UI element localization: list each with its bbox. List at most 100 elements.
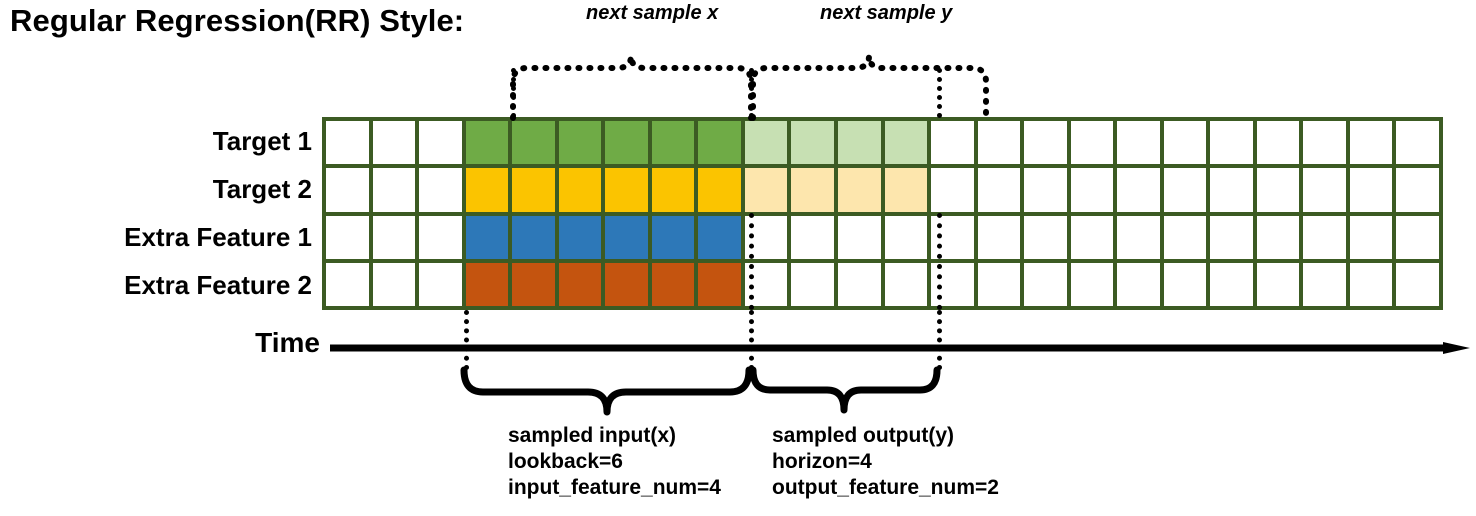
timeseries-grid <box>322 117 1443 310</box>
grid-cell-r1-c6 <box>558 121 602 165</box>
annotation-output-line-2: horizon=4 <box>772 450 872 473</box>
guide-line-output-end-grid <box>937 213 942 310</box>
annotation-input-line-2: lookback=6 <box>508 450 623 473</box>
grid-cell-r3-c12 <box>837 215 881 259</box>
grid-cell-r1-c24 <box>1396 121 1439 165</box>
grid-cell-r2-c2 <box>372 168 416 212</box>
grid-cell-r2-c9 <box>698 168 741 212</box>
grid-cell-r4-c4 <box>465 262 509 306</box>
annotation-sampled-output: sampled output(y) horizon=4 output_featu… <box>772 423 999 501</box>
grid-cell-r3-c3 <box>419 215 462 259</box>
grid-cell-r1-c2 <box>372 121 416 165</box>
guide-line-y-end-top <box>937 68 942 118</box>
grid-cell-r2-c21 <box>1256 168 1300 212</box>
grid-cell-r2-c7 <box>605 168 648 212</box>
grid-cell-r4-c22 <box>1303 262 1346 306</box>
grid-cell-r2-c16 <box>1024 168 1067 212</box>
row-label-target-2: Target 2 <box>212 174 312 204</box>
guide-line-input-start-bottom <box>464 310 469 370</box>
row-label-extra-feature-1: Extra Feature 1 <box>124 222 312 252</box>
time-axis-arrow <box>330 342 1470 354</box>
grid-cell-r3-c23 <box>1349 215 1393 259</box>
grid-cell-r2-c6 <box>558 168 602 212</box>
guide-line-output-end-bottom <box>937 310 942 370</box>
grid-cell-r3-c9 <box>698 215 741 259</box>
grid-cell-r4-c21 <box>1256 262 1300 306</box>
grid-cell-r2-c20 <box>1210 168 1253 212</box>
grid-cell-r4-c7 <box>605 262 648 306</box>
time-axis-label: Time <box>255 327 320 358</box>
grid-cell-r4-c16 <box>1024 262 1067 306</box>
grid-cell-r1-c10 <box>744 121 788 165</box>
grid-cell-r2-c10 <box>744 168 788 212</box>
grid-cell-r4-c23 <box>1349 262 1393 306</box>
grid-cell-r4-c3 <box>419 262 462 306</box>
grid-cell-r4-c6 <box>558 262 602 306</box>
guide-line-input-end-grid <box>749 213 754 310</box>
grid-cell-r2-c19 <box>1163 168 1207 212</box>
guide-line-input-end-bottom <box>749 310 754 370</box>
grid-cell-r4-c2 <box>372 262 416 306</box>
grid-cell-r1-c5 <box>512 121 555 165</box>
grid-cell-r3-c16 <box>1024 215 1067 259</box>
row-label-target-1: Target 1 <box>212 126 312 156</box>
grid-cell-r1-c17 <box>1070 121 1114 165</box>
annotation-output-line-3: output_feature_num=2 <box>772 476 999 499</box>
grid-cell-r4-c5 <box>512 262 555 306</box>
grid-cell-r1-c15 <box>977 121 1021 165</box>
grid-cell-r4-c17 <box>1070 262 1114 306</box>
grid-cell-r2-c12 <box>837 168 881 212</box>
grid-cell-r2-c5 <box>512 168 555 212</box>
label-next-sample-x: next sample x <box>586 2 719 24</box>
grid-cell-r2-c3 <box>419 168 462 212</box>
grid-cell-r2-c18 <box>1117 168 1160 212</box>
grid-cell-r1-c16 <box>1024 121 1067 165</box>
grid-cell-r3-c11 <box>791 215 834 259</box>
annotation-input-line-1: sampled input(x) <box>508 424 677 447</box>
grid-cell-r3-c21 <box>1256 215 1300 259</box>
grid-cell-r2-c1 <box>326 168 369 212</box>
grid-cell-r1-c7 <box>605 121 648 165</box>
grid-cell-r2-c8 <box>651 168 695 212</box>
grid-cell-r1-c8 <box>651 121 695 165</box>
grid-cell-r4-c11 <box>791 262 834 306</box>
grid-cell-r1-c19 <box>1163 121 1207 165</box>
annotation-output-line-1: sampled output(y) <box>772 424 954 447</box>
grid-cell-r3-c1 <box>326 215 369 259</box>
grid-cell-r3-c19 <box>1163 215 1207 259</box>
grid-cell-r1-c4 <box>465 121 509 165</box>
grid-cell-r3-c22 <box>1303 215 1346 259</box>
grid-cell-r1-c3 <box>419 121 462 165</box>
grid-cell-r3-c8 <box>651 215 695 259</box>
grid-cell-r3-c13 <box>884 215 928 259</box>
grid-cell-r1-c20 <box>1210 121 1253 165</box>
guide-line-x-start-top <box>511 68 516 118</box>
grid-cell-r4-c15 <box>977 262 1021 306</box>
grid-cell-r2-c4 <box>465 168 509 212</box>
grid-cell-r4-c1 <box>326 262 369 306</box>
grid-cell-r2-c17 <box>1070 168 1114 212</box>
grid-cell-r4-c8 <box>651 262 695 306</box>
grid-cell-r4-c12 <box>837 262 881 306</box>
grid-cell-r1-c1 <box>326 121 369 165</box>
grid-cell-r2-c14 <box>931 168 974 212</box>
annotation-sampled-input: sampled input(x) lookback=6 input_featur… <box>508 423 721 501</box>
label-next-sample-y: next sample y <box>820 2 953 24</box>
grid-cell-r2-c11 <box>791 168 834 212</box>
guide-line-x-end-top <box>749 68 754 118</box>
grid-cell-r3-c15 <box>977 215 1021 259</box>
grid-cell-r3-c2 <box>372 215 416 259</box>
grid-cell-r3-c7 <box>605 215 648 259</box>
page-title: Regular Regression(RR) Style: <box>10 3 465 38</box>
grid-cell-r3-c18 <box>1117 215 1160 259</box>
grid-cell-r3-c4 <box>465 215 509 259</box>
grid-cell-r1-c9 <box>698 121 741 165</box>
grid-cell-r4-c20 <box>1210 262 1253 306</box>
grid-cell-r2-c22 <box>1303 168 1346 212</box>
grid-cell-r3-c6 <box>558 215 602 259</box>
grid-cell-r2-c15 <box>977 168 1021 212</box>
grid-cell-r4-c13 <box>884 262 928 306</box>
grid-cell-r4-c9 <box>698 262 741 306</box>
grid-cell-r3-c24 <box>1396 215 1439 259</box>
